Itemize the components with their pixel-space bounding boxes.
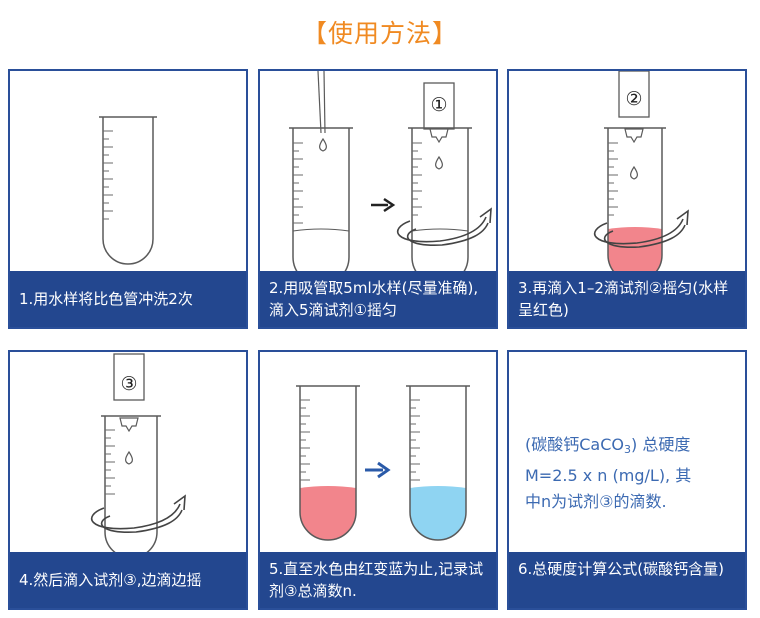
- swirl-arrow-icon: [397, 207, 492, 246]
- test-tube: [99, 116, 157, 265]
- step-4-panel: ③ 4.然后滴入试剂③,边滴边摇: [8, 350, 248, 610]
- test-tube-red: [296, 385, 360, 541]
- step-1-illustration: [99, 116, 157, 265]
- step-1-caption: 1.用水样将比色管冲洗2次: [10, 271, 246, 327]
- test-tube: [604, 127, 666, 283]
- page-title: 【使用方法】: [301, 19, 458, 48]
- step-2-caption: 2.用吸管取5ml水样(尽量准确), 滴入5滴试剂①摇匀: [260, 271, 496, 327]
- swirl-arrow-icon: [91, 494, 186, 533]
- formula-line-1: (碳酸钙CaCO3) 总硬度: [525, 435, 691, 456]
- formula-line-2: M=2.5 x n (mg/L), 其: [525, 466, 692, 485]
- dropper-bottle: ①: [423, 82, 455, 170]
- step-3-panel: ② 3.再滴入1–2滴试剂②摇匀(水样呈红色): [507, 69, 747, 329]
- step-4-caption: 4.然后滴入试剂③,边滴边摇: [10, 552, 246, 608]
- swirl-arrow-icon: [594, 209, 689, 248]
- test-tube-blue: [406, 385, 470, 541]
- reagent-label: ②: [625, 88, 642, 110]
- step-1-panel: 1.用水样将比色管冲洗2次: [8, 69, 248, 329]
- arrow-right-icon: [371, 197, 396, 213]
- pipette: [317, 71, 327, 152]
- dropper-bottle: ②: [618, 71, 650, 180]
- step-6-caption: 6.总硬度计算公式(碳酸钙含量): [509, 552, 745, 608]
- dropper-bottle: ③: [113, 353, 145, 465]
- test-tube-right: [408, 127, 472, 286]
- step-3-caption: 3.再滴入1–2滴试剂②摇匀(水样呈红色): [509, 271, 745, 327]
- step-5-illustration: [296, 385, 470, 541]
- formula-line-3: 中n为试剂③的滴数.: [525, 492, 667, 511]
- reagent-label: ①: [430, 94, 447, 116]
- step-3-illustration: ②: [594, 71, 689, 283]
- test-tube: [101, 415, 161, 559]
- step-5-panel: 5.直至水色由红变蓝为止,记录试剂③总滴数n.: [258, 350, 498, 610]
- reagent-label: ③: [120, 373, 137, 395]
- test-tube-left: [289, 127, 353, 286]
- arrow-right-icon: [365, 461, 391, 479]
- formula-text: (碳酸钙CaCO3) 总硬度 M=2.5 x n (mg/L), 其 中n为试剂…: [525, 432, 737, 515]
- step-2-panel: ① 2.用吸管取5ml水样(尽量准确), 滴入5滴试剂①摇匀: [258, 69, 498, 329]
- step-6-panel: (碳酸钙CaCO3) 总硬度 M=2.5 x n (mg/L), 其 中n为试剂…: [507, 350, 747, 610]
- step-5-caption: 5.直至水色由红变蓝为止,记录试剂③总滴数n.: [260, 552, 496, 608]
